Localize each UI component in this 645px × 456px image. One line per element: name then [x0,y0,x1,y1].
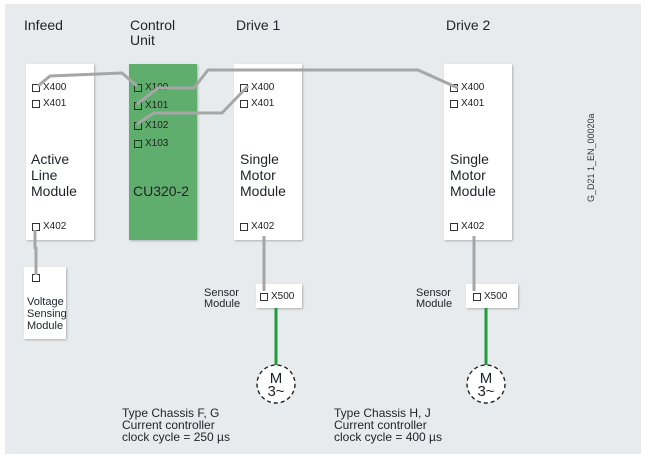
port-box-icon [32,83,40,92]
voltage-sensing-module: Voltage Sensing Module [24,267,67,339]
header-control-unit-line2: Unit [130,32,155,48]
wire-infeed-to-cu [37,71,138,88]
port-box-icon [134,139,142,148]
header-control-unit-line1: Control [130,17,176,33]
motor2-label-m: M [479,370,493,387]
drive2-sensor-label-line2: Module [416,298,453,310]
port-box-icon [240,99,248,108]
motor2-label-3phase: 3~ [477,383,495,400]
drive2-name-line2: Motor [450,167,486,183]
cu-port-x103: X103 [134,138,168,149]
vsm-name-line3: Module [27,320,64,332]
port-box-icon [450,99,458,108]
drive2-port-x401: X401 [450,98,484,109]
control-unit-cu320-2: X100 X101 X102 X103 CU320-2 [129,64,197,240]
drive1-chassis-line3: clock cycle = 250 µs [122,430,230,444]
infeed-name-line3: Module [31,183,77,199]
drive2-single-motor-module: X400 X401 Single Motor Module X402 [444,64,512,240]
drive1-chassis-line2: Current controller [122,418,215,432]
drive2-sensor-label-line1: Sensor [416,287,451,299]
motor-drive2-icon [466,364,506,404]
wire-cu-to-drive1 [136,84,250,126]
vsm-name-line2: Sensing [27,308,67,320]
drive1-port-x402: X402 [240,221,274,232]
motor1-label-3phase: 3~ [267,383,285,400]
header-drive-2: Drive 2 [446,17,491,33]
drive2-port-x402: X402 [450,221,484,232]
drive1-sensor-label-line2: Module [204,298,241,310]
wire-infeed-to-vsm [33,230,38,275]
drive1-name-line1: Single [240,151,279,167]
cu-name: CU320-2 [133,183,190,199]
active-line-module: X400 X401 Active Line Module X402 [26,64,94,240]
drive1-port-x500: X500 [260,291,294,302]
port-box-icon [450,222,458,231]
drive2-name-line1: Single [450,151,489,167]
drive1-port-x401: X401 [240,98,274,109]
motor1-label-m: M [269,370,283,387]
port-box-icon [32,99,40,108]
infeed-name-line2: Line [31,167,58,183]
port-box-icon [240,222,248,231]
infeed-name-line1: Active [31,151,70,167]
drive1-name-line2: Motor [240,167,276,183]
port-box-icon [260,292,268,301]
drive1-single-motor-module: X400 X401 Single Motor Module X402 [234,64,302,240]
infeed-port-x401: X401 [32,98,66,109]
drive1-name-line3: Module [240,183,286,199]
header-infeed: Infeed [24,17,63,33]
port-box-icon [473,292,481,301]
drive1-chassis-line1: Type Chassis F, G [122,406,220,420]
figure-id: G_D21 1_EN_00020a [586,113,596,202]
infeed-port-x400: X400 [32,82,66,93]
drive2-port-x500: X500 [473,291,507,302]
header-drive-1: Drive 1 [236,17,281,33]
diagram-background [5,4,641,454]
drive2-chassis-line1: Type Chassis H, J [334,406,431,420]
drive1-sensor-label-line1: Sensor [204,287,239,299]
motor-drive1-icon [256,364,296,404]
vsm-name-line1: Voltage [27,296,64,308]
drive2-chassis-line2: Current controller [334,418,427,432]
drive2-chassis-line3: clock cycle = 400 µs [334,430,442,444]
wire-cu-to-drive2 [136,68,459,106]
port-box-icon [134,83,142,92]
drive2-name-line3: Module [450,183,496,199]
